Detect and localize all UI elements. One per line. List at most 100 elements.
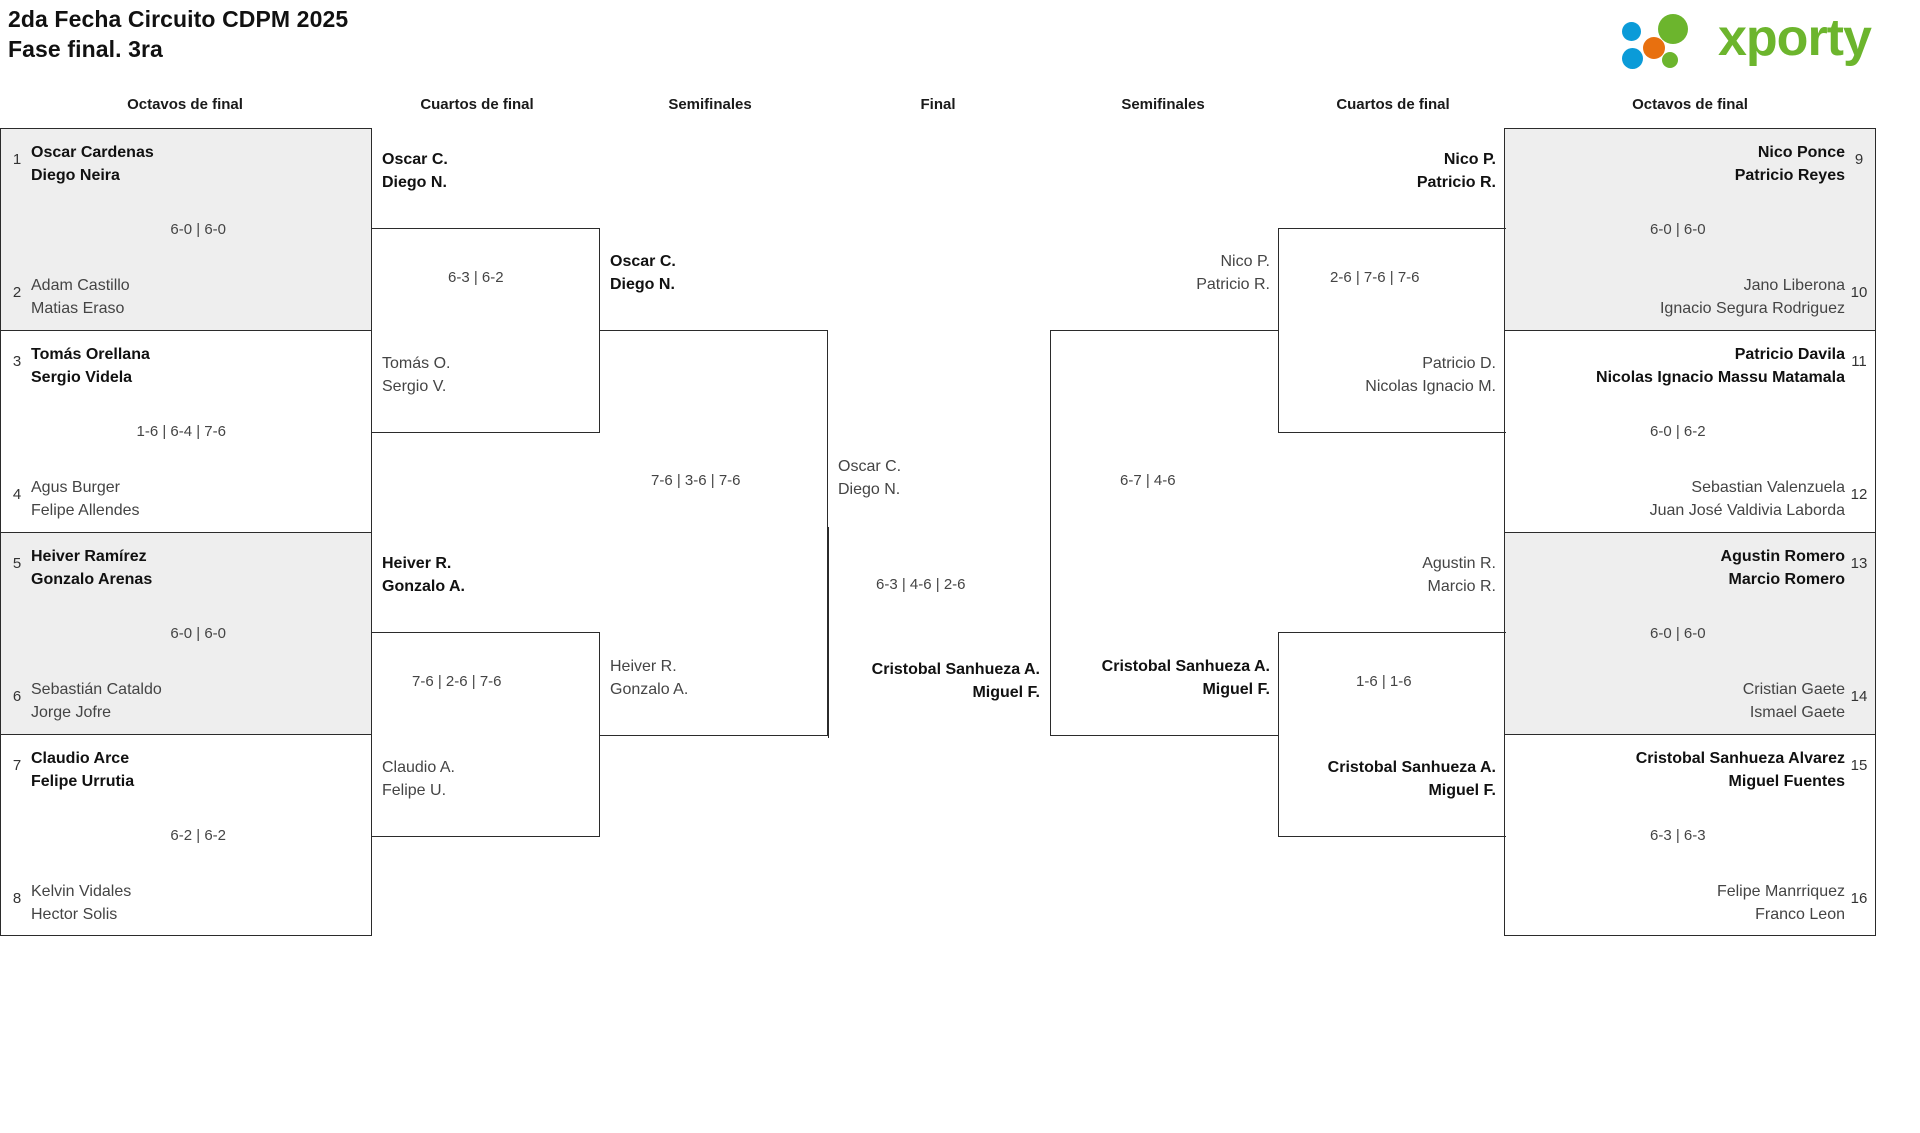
left-qf-2-winner: Heiver R. Gonzalo A. <box>382 552 612 598</box>
seed-number: 12 <box>1850 486 1868 503</box>
table-row[interactable]: 7 Claudio Arce Felipe Urrutia 6-2 | 6-2 … <box>0 734 372 936</box>
player-name: Cristobal Sanhueza A. <box>1101 658 1270 675</box>
round-label-left-qf: Cuartos de final <box>420 96 534 113</box>
round-label-right-qf: Cuartos de final <box>1336 96 1450 113</box>
player-name: Nicolas Ignacio M. <box>1365 378 1496 395</box>
table-row[interactable]: 5 Heiver Ramírez Gonzalo Arenas 6-0 | 6-… <box>0 532 372 734</box>
round-label-left-r16: Octavos de final <box>127 96 243 113</box>
left-r16-column: 1 Oscar Cardenas Diego Neira 6-0 | 6-0 2… <box>0 128 372 936</box>
seed-number: 8 <box>12 890 22 907</box>
player-name: Patricio Reyes <box>1734 167 1845 184</box>
seed-number: 5 <box>12 555 22 572</box>
team-top: Nico Ponce Patricio Reyes <box>1735 141 1845 187</box>
final-divider <box>828 527 829 738</box>
player-name: Marcio Romero <box>1728 571 1845 588</box>
player-name: Juan José Valdivia Laborda <box>1649 502 1845 519</box>
player-name: Agustin Romero <box>1720 548 1845 565</box>
match-score: 6-0 | 6-0 <box>170 221 226 238</box>
left-qf-2-score: 7-6 | 2-6 | 7-6 <box>412 673 502 690</box>
player-name: Miguel Fuentes <box>1728 773 1845 790</box>
seed-number: 15 <box>1850 757 1868 774</box>
seed-number: 10 <box>1850 284 1868 301</box>
team-bottom: Agus Burger Felipe Allendes <box>31 476 140 522</box>
player-name: Matias Eraso <box>31 300 125 317</box>
match-score: 1-6 | 6-4 | 7-6 <box>136 423 226 440</box>
right-sf-box[interactable] <box>1050 330 1278 736</box>
right-qf-1-winner: Nico P. Patricio R. <box>1266 148 1496 194</box>
table-row[interactable]: 11 Patricio Davila Nicolas Ignacio Massu… <box>1504 330 1876 532</box>
player-name: Claudio A. <box>382 759 455 776</box>
table-row[interactable]: 15 Cristobal Sanhueza Alvarez Miguel Fue… <box>1504 734 1876 936</box>
player-name: Patricio R. <box>1416 174 1496 191</box>
right-qf-1-score: 2-6 | 7-6 | 7-6 <box>1330 269 1420 286</box>
team-top: Tomás Orellana Sergio Videla <box>31 343 150 389</box>
left-sf-box[interactable] <box>600 330 828 736</box>
player-name: Felipe Urrutia <box>31 773 135 790</box>
team-bottom: Sebastián Cataldo Jorge Jofre <box>31 678 162 724</box>
page-title: 2da Fecha Circuito CDPM 2025 Fase final.… <box>8 4 348 64</box>
player-name: Oscar C. <box>838 458 902 475</box>
seed-number: 6 <box>12 688 22 705</box>
seed-number: 3 <box>12 353 22 370</box>
player-name: Sebastian Valenzuela <box>1691 479 1845 496</box>
right-qf-2-winner: Cristobal Sanhueza A. Miguel F. <box>1236 756 1496 802</box>
logo-wordmark: xporty <box>1718 9 1872 67</box>
match-score: 6-0 | 6-2 <box>1650 423 1706 440</box>
player-name: Diego Neira <box>31 167 120 184</box>
right-r16-column: 9 Nico Ponce Patricio Reyes 6-0 | 6-0 10… <box>1504 128 1876 936</box>
player-name: Patricio D. <box>1422 355 1496 372</box>
table-row[interactable]: 9 Nico Ponce Patricio Reyes 6-0 | 6-0 10… <box>1504 128 1876 330</box>
player-name: Sebastián Cataldo <box>31 681 162 698</box>
player-name: Adam Castillo <box>31 277 130 294</box>
player-name: Sergio V. <box>382 378 447 395</box>
right-qf-1-box[interactable] <box>1278 228 1506 433</box>
team-top: Agustin Romero Marcio Romero <box>1721 545 1845 591</box>
player-name: Diego N. <box>838 481 901 498</box>
player-name: Nico Ponce <box>1757 144 1845 161</box>
player-name: Felipe Manrriquez <box>1716 883 1845 900</box>
title-line-1: 2da Fecha Circuito CDPM 2025 <box>8 6 349 32</box>
player-name: Jorge Jofre <box>31 704 112 721</box>
left-qf-2-loser: Claudio A. Felipe U. <box>382 756 612 802</box>
right-sf-score: 6-7 | 4-6 <box>1120 472 1176 489</box>
team-top: Cristobal Sanhueza Alvarez Miguel Fuente… <box>1636 747 1845 793</box>
team-top: Claudio Arce Felipe Urrutia <box>31 747 134 793</box>
table-row[interactable]: 13 Agustin Romero Marcio Romero 6-0 | 6-… <box>1504 532 1876 734</box>
right-qf-2-score: 1-6 | 1-6 <box>1356 673 1412 690</box>
right-qf-1-loser: Patricio D. Nicolas Ignacio M. <box>1236 352 1496 398</box>
left-sf-loser: Heiver R. Gonzalo A. <box>610 655 850 701</box>
player-name: Nicolas Ignacio Massu Matamala <box>1596 369 1845 386</box>
left-qf-2-box[interactable] <box>372 632 600 837</box>
logo-dots-icon <box>1622 12 1714 69</box>
seed-number: 4 <box>12 486 22 503</box>
title-line-2: Fase final. 3ra <box>8 36 163 62</box>
player-name: Cristobal Sanhueza Alvarez <box>1635 750 1845 767</box>
left-sf-winner: Oscar C. Diego N. <box>610 250 850 296</box>
final-winner: Cristobal Sanhueza A. Miguel F. <box>760 658 1040 704</box>
player-name: Franco Leon <box>1755 906 1845 923</box>
table-row[interactable]: 3 Tomás Orellana Sergio Videla 1-6 | 6-4… <box>0 330 372 532</box>
right-qf-2-box[interactable] <box>1278 632 1506 837</box>
match-score: 6-0 | 6-0 <box>1650 221 1706 238</box>
player-name: Felipe Allendes <box>31 502 140 519</box>
player-name: Marcio R. <box>1427 578 1496 595</box>
team-bottom: Kelvin Vidales Hector Solis <box>31 880 131 926</box>
player-name: Gonzalo A. <box>382 578 465 595</box>
table-row[interactable]: 1 Oscar Cardenas Diego Neira 6-0 | 6-0 2… <box>0 128 372 330</box>
seed-number: 13 <box>1850 555 1868 572</box>
xporty-logo[interactable]: xporty <box>1622 9 1898 69</box>
player-name: Heiver R. <box>382 555 452 572</box>
seed-number: 14 <box>1850 688 1868 705</box>
player-name: Ignacio Segura Rodriguez <box>1659 300 1845 317</box>
final-score: 6-3 | 4-6 | 2-6 <box>876 576 966 593</box>
seed-number: 1 <box>12 151 22 168</box>
player-name: Miguel F. <box>1202 681 1270 698</box>
right-sf-loser: Nico P. Patricio R. <box>1030 250 1270 296</box>
player-name: Felipe U. <box>382 782 447 799</box>
left-qf-1-box[interactable] <box>372 228 600 433</box>
player-name: Patricio Davila <box>1734 346 1845 363</box>
team-bottom: Sebastian Valenzuela Juan José Valdivia … <box>1650 476 1845 522</box>
team-bottom: Adam Castillo Matias Eraso <box>31 274 130 320</box>
round-label-final: Final <box>920 96 956 113</box>
